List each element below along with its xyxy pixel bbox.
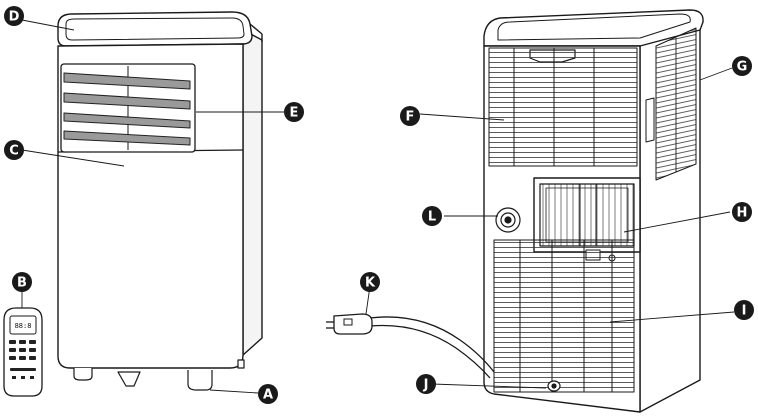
- callout-F: F: [400, 106, 420, 126]
- callout-B: B: [12, 272, 32, 292]
- remote-screen-text: 88:8: [15, 322, 32, 330]
- svg-text:G: G: [737, 60, 748, 75]
- svg-text:K: K: [365, 276, 376, 291]
- lower-rear-grille: [494, 240, 634, 392]
- svg-text:E: E: [290, 106, 299, 121]
- svg-text:B: B: [17, 276, 27, 291]
- svg-text:J: J: [423, 378, 429, 393]
- svg-text:D: D: [9, 10, 20, 25]
- power-cord: [326, 314, 494, 378]
- callout-C: C: [4, 140, 24, 160]
- exhaust-outlet: [496, 208, 520, 232]
- front-unit-side-face: [243, 30, 262, 355]
- svg-text:L: L: [428, 210, 436, 225]
- callout-A: A: [258, 384, 278, 404]
- front-unit: [58, 12, 262, 390]
- svg-text:A: A: [263, 388, 273, 403]
- callout-K: K: [360, 272, 380, 292]
- callout-G: G: [732, 56, 752, 76]
- remote-control: 88:8: [4, 308, 42, 396]
- rear-unit: [484, 10, 703, 412]
- callout-L: L: [422, 206, 442, 226]
- callout-E: E: [284, 102, 304, 122]
- drain-outlet: [548, 381, 560, 391]
- air-filter: [540, 184, 634, 246]
- svg-text:H: H: [737, 206, 748, 221]
- svg-text:C: C: [9, 144, 19, 159]
- svg-text:F: F: [406, 110, 415, 125]
- svg-text:I: I: [742, 304, 747, 319]
- callout-J: J: [416, 374, 436, 394]
- power-plug: [334, 314, 372, 334]
- callout-H: H: [732, 202, 752, 222]
- callout-I: I: [734, 300, 754, 320]
- callout-D: D: [4, 6, 24, 26]
- upper-rear-grille: [489, 48, 637, 166]
